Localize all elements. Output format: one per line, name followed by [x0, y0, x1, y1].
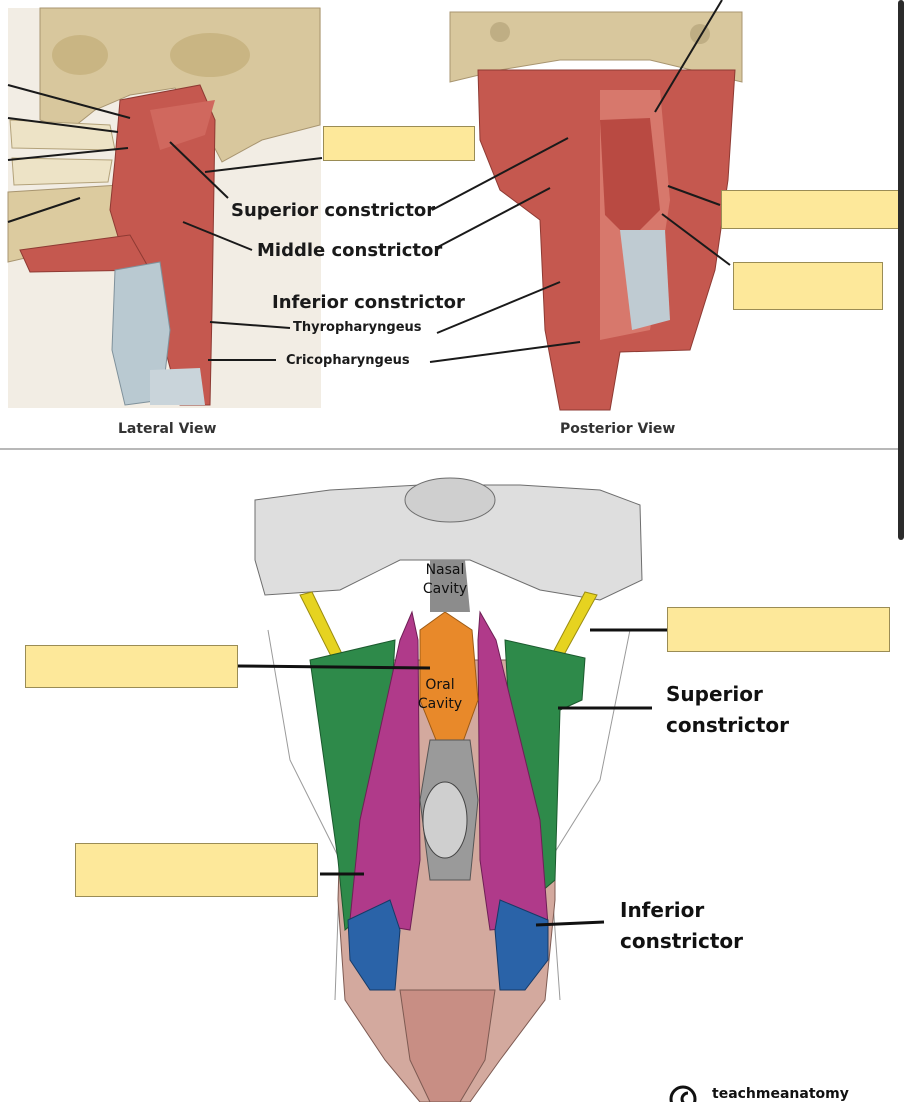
label-cricopharyngeus: Cricopharyngeus	[286, 353, 410, 368]
answer-box-posterior-lower[interactable]	[733, 262, 883, 310]
inferior-constrictor-left	[347, 899, 401, 991]
label-superior-constrictor-bottom: Superior constrictor	[666, 682, 790, 737]
palatine-region-orange	[419, 611, 479, 751]
inferior-constrictor-right	[494, 899, 549, 991]
lower-teeth	[11, 157, 113, 186]
label-thyropharyngeus: Thyropharyngeus	[293, 320, 422, 335]
label-middle-constrictor-lateral: Middle constrictor	[257, 240, 443, 261]
answer-box-bottom-right[interactable]	[667, 607, 890, 652]
posterior-view-illustration	[429, 0, 743, 411]
skull-base	[449, 11, 743, 83]
answer-box-posterior-upper[interactable]	[721, 190, 899, 229]
label-oral-cavity: Oral Cavity	[417, 677, 463, 712]
scrollbar[interactable]	[898, 0, 904, 540]
answer-box-lateral[interactable]	[323, 126, 475, 161]
caption-posterior-view: Posterior View	[560, 421, 676, 437]
section-divider	[0, 448, 898, 450]
caption-lateral-view: Lateral View	[118, 421, 217, 437]
label-nasal-cavity: Nasal Cavity	[422, 562, 468, 597]
answer-box-bottom-left-upper[interactable]	[25, 645, 238, 688]
logo-text: teachmeanatomy	[712, 1086, 849, 1102]
lateral-view-illustration	[7, 7, 323, 408]
pharynx-diagram	[236, 477, 668, 1102]
label-superior-constrictor-lateral: Superior constrictor	[231, 200, 436, 221]
label-inferior-constrictor-lateral: Inferior constrictor	[272, 292, 465, 313]
label-inferior-constrictor-bottom: Inferior constrictor	[620, 898, 744, 953]
copyright-icon	[669, 1085, 697, 1102]
answer-box-bottom-left-lower[interactable]	[75, 843, 318, 897]
